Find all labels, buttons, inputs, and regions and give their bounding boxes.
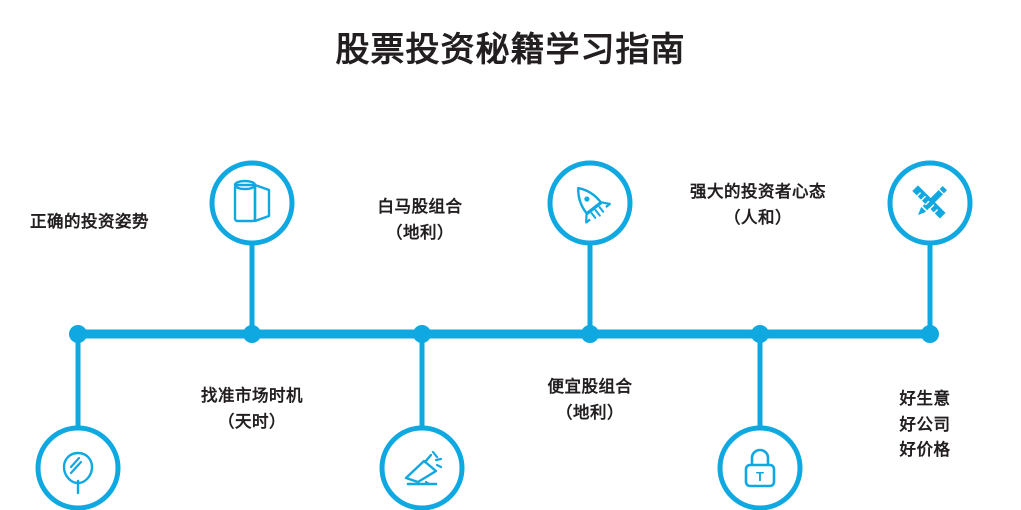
icon-badge-ring: [717, 425, 803, 510]
connector-stems: [75, 243, 933, 428]
label-node-2: 找准市场时机 （天时）: [201, 387, 303, 431]
icon-badge-node-4[interactable]: [547, 160, 633, 246]
icon-badge-ring: [35, 425, 121, 510]
timeline-dot[interactable]: [413, 325, 431, 343]
label-node-5: 强大的投资者心态 （人和）: [690, 183, 826, 227]
timeline-dot[interactable]: [921, 325, 939, 343]
label-node-3: 白马股组合 （地利）: [377, 198, 463, 242]
icon-badge-ring: [209, 160, 295, 246]
timeline-dot[interactable]: [751, 325, 769, 343]
icon-badge-node-5[interactable]: [717, 425, 803, 510]
timeline-dot[interactable]: [69, 325, 87, 343]
icon-badge-node-1[interactable]: [35, 425, 121, 510]
icon-badge-ring: [547, 160, 633, 246]
timeline-node-dots: [69, 325, 939, 343]
page-title: 股票投资秘籍学习指南: [335, 31, 686, 69]
timeline-dot[interactable]: [581, 325, 599, 343]
timeline-dot[interactable]: [243, 325, 261, 343]
icon-badge-node-3[interactable]: [379, 425, 465, 510]
icon-badge-ring: [379, 425, 465, 510]
label-node-1: 正确的投资姿势: [30, 213, 149, 231]
label-node-6: 好生意 好公司 好价格: [899, 390, 951, 460]
icon-badge-node-2[interactable]: [209, 160, 295, 246]
icon-badges: [35, 160, 973, 510]
icon-badge-node-6[interactable]: [887, 160, 973, 246]
label-node-4: 便宜股组合 （地利）: [547, 378, 633, 422]
